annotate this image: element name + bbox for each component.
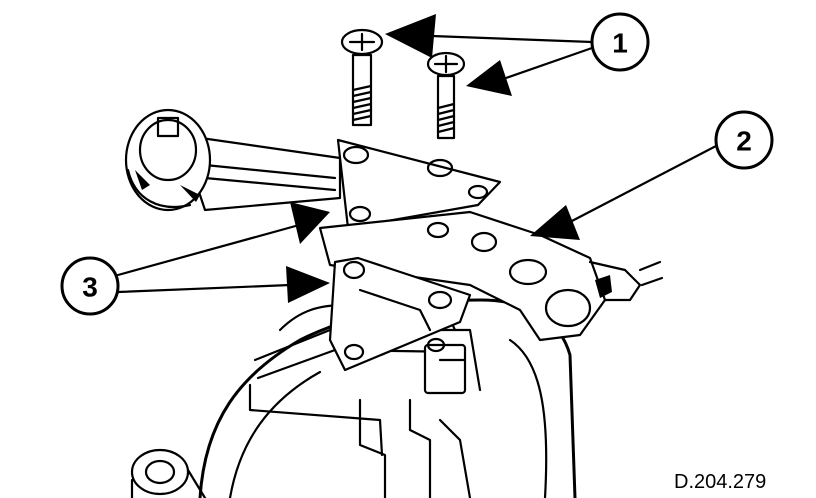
callout-3-label: 3: [82, 272, 98, 303]
upper-mount-plate: [336, 138, 502, 230]
callout-2-label: 2: [736, 126, 752, 157]
lower-support-bracket: [328, 256, 472, 372]
callout-3: 3: [60, 256, 120, 316]
callout-1: 1: [590, 12, 650, 72]
engine-bracket-arm: [318, 210, 664, 342]
torque-rod: [124, 108, 342, 212]
callout-2: 2: [714, 110, 774, 170]
leader-lines: [116, 14, 718, 303]
bolt-right: [426, 51, 466, 140]
reference-code: D.204.279: [674, 471, 766, 493]
callout-1-label: 1: [612, 28, 628, 59]
bolt-left: [340, 28, 384, 127]
